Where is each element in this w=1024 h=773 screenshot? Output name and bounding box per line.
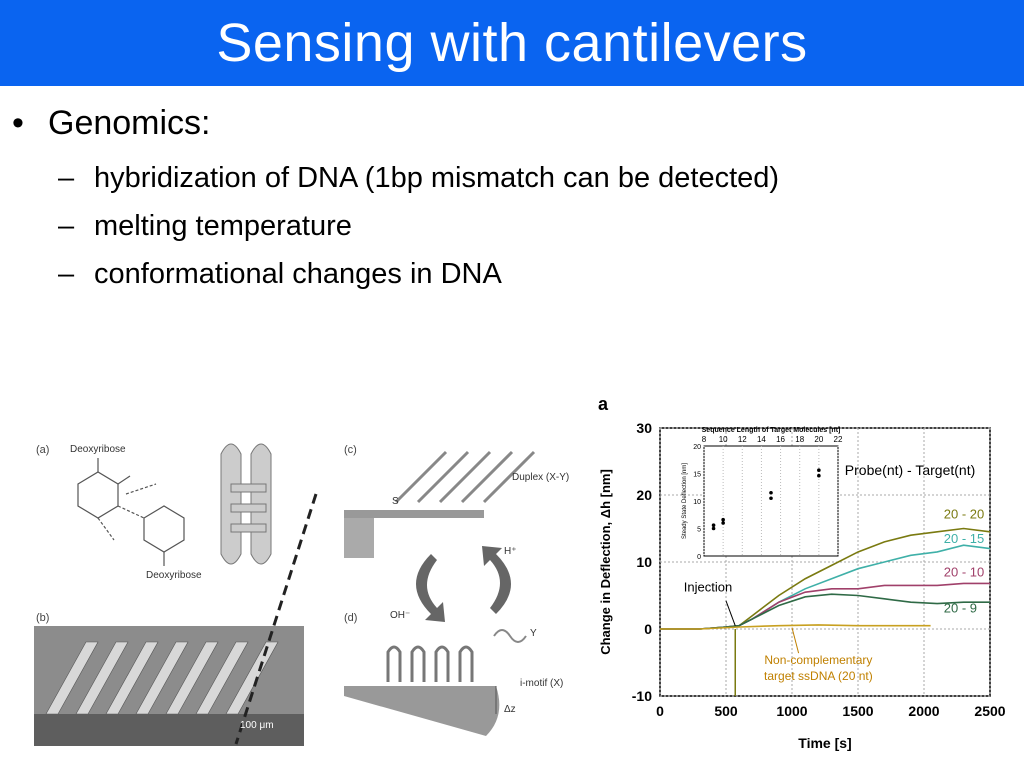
dna-cantilever-figure: (a) (b) (c) (d) Deoxyribose Deoxyribose … [26, 414, 584, 750]
inset-y-tick-label: 5 [697, 527, 701, 534]
series-label: 20 - 10 [944, 565, 984, 580]
inset-x-tick-label: 14 [757, 435, 766, 444]
inset-x-tick-label: 20 [814, 435, 823, 444]
subitem-text: melting temperature [94, 210, 352, 242]
inset-y-tick-label: 20 [693, 444, 701, 451]
noncomp-arrow [791, 627, 800, 654]
deoxyribose-top-label: Deoxyribose [70, 444, 126, 455]
subitem-conformational: –conformational changes in DNA [58, 258, 502, 291]
inset-point [769, 496, 773, 501]
panel-c-label: (c) [344, 444, 357, 456]
bullet-marker: • [12, 104, 24, 142]
inset-point [711, 523, 716, 527]
sub-marker: – [58, 258, 75, 290]
legend-title: Probe(nt) - Target(nt) [845, 462, 975, 478]
subitem-text: hybridization of DNA (1bp mismatch can b… [94, 162, 780, 194]
subitem-hybridization: –hybridization of DNA (1bp mismatch can … [58, 162, 779, 195]
bullet-text: Genomics: [48, 104, 211, 142]
title-bar: Sensing with cantilevers [0, 0, 1024, 86]
y-tick-label: 30 [636, 420, 652, 436]
y-tick-label: 0 [644, 621, 652, 637]
dz-label: Δz [504, 704, 516, 715]
inset-point [769, 490, 773, 495]
x-axis-label: Time [s] [798, 735, 851, 751]
oh-minus-label: OH⁻ [390, 610, 411, 621]
inset-x-tick-label: 18 [795, 435, 804, 444]
duplex-cantilever [344, 450, 536, 558]
x-tick-label: 1000 [776, 703, 807, 719]
subitem-text: conformational changes in DNA [94, 258, 502, 290]
panel-d-label: (d) [344, 612, 358, 624]
inset-point [817, 473, 821, 478]
y-tick-label: 10 [636, 554, 652, 570]
inset-point [721, 521, 725, 525]
dna-schematic-svg [34, 443, 536, 746]
inset-x-tick-label: 22 [834, 435, 843, 444]
imotif-ribbon [220, 443, 272, 565]
deoxyribose-bottom-label: Deoxyribose [146, 570, 202, 581]
base-pair-sketch [77, 458, 185, 566]
imotif-cantilever [344, 629, 527, 736]
inset-frame [703, 445, 839, 557]
h-plus-label: H⁺ [504, 546, 517, 557]
y-label: Y [530, 628, 537, 639]
inset-x-tick-label: 10 [719, 435, 728, 444]
noncomp-label-1: Non-complementary [764, 653, 872, 667]
noncomp-label-2: target ssDNA (20 nt) [764, 669, 873, 683]
inset-y-tick-label: 0 [697, 554, 701, 561]
scale-bar-label: 100 μm [240, 720, 274, 731]
inset-point [711, 526, 716, 531]
inset-point [817, 468, 821, 472]
injection-label: Injection [684, 579, 732, 594]
sub-marker: – [58, 162, 75, 194]
x-tick-label: 0 [656, 703, 664, 719]
inset-point [721, 517, 725, 522]
subitem-melting: –melting temperature [58, 210, 352, 243]
series-label: 20 - 15 [944, 531, 984, 546]
bullet-genomics: • Genomics: [12, 104, 211, 143]
reversible-arrows [416, 546, 511, 622]
inset-y-label: Steady State Deflection [nm] [682, 463, 688, 539]
inset-y-tick-label: 10 [693, 499, 701, 506]
inset-y-tick-label: 15 [693, 472, 701, 479]
inset-x-tick-label: 8 [702, 435, 707, 444]
series-label: 20 - 20 [944, 506, 984, 521]
panel-a-label: (a) [36, 444, 50, 456]
series-label: 20 - 9 [944, 600, 977, 615]
inset-x-tick-label: 16 [776, 435, 785, 444]
inset-title: Sequence Length of Target Molecules [nt] [702, 427, 841, 434]
x-tick-label: 2500 [974, 703, 1005, 719]
slide-title: Sensing with cantilevers [216, 13, 808, 73]
x-tick-label: 1500 [842, 703, 873, 719]
y-tick-label: 20 [636, 487, 652, 503]
thiol-label: S [392, 496, 399, 507]
panel-label: a [598, 394, 609, 414]
zoom-connector [234, 493, 318, 745]
x-tick-label: 2000 [908, 703, 939, 719]
injection-arrow [725, 600, 736, 626]
x-tick-label: 500 [714, 703, 738, 719]
duplex-label: Duplex (X-Y) [512, 472, 570, 483]
y-axis-label: Change in Deflection, Δh [nm] [598, 469, 613, 655]
inset-x-tick-label: 12 [738, 435, 747, 444]
sub-marker: – [58, 210, 75, 242]
cantilever-array-image [34, 626, 304, 746]
imotif-label: i-motif (X) [520, 678, 564, 689]
series-line [660, 624, 931, 630]
y-tick-label: -10 [632, 688, 652, 704]
panel-b-label: (b) [36, 612, 50, 624]
